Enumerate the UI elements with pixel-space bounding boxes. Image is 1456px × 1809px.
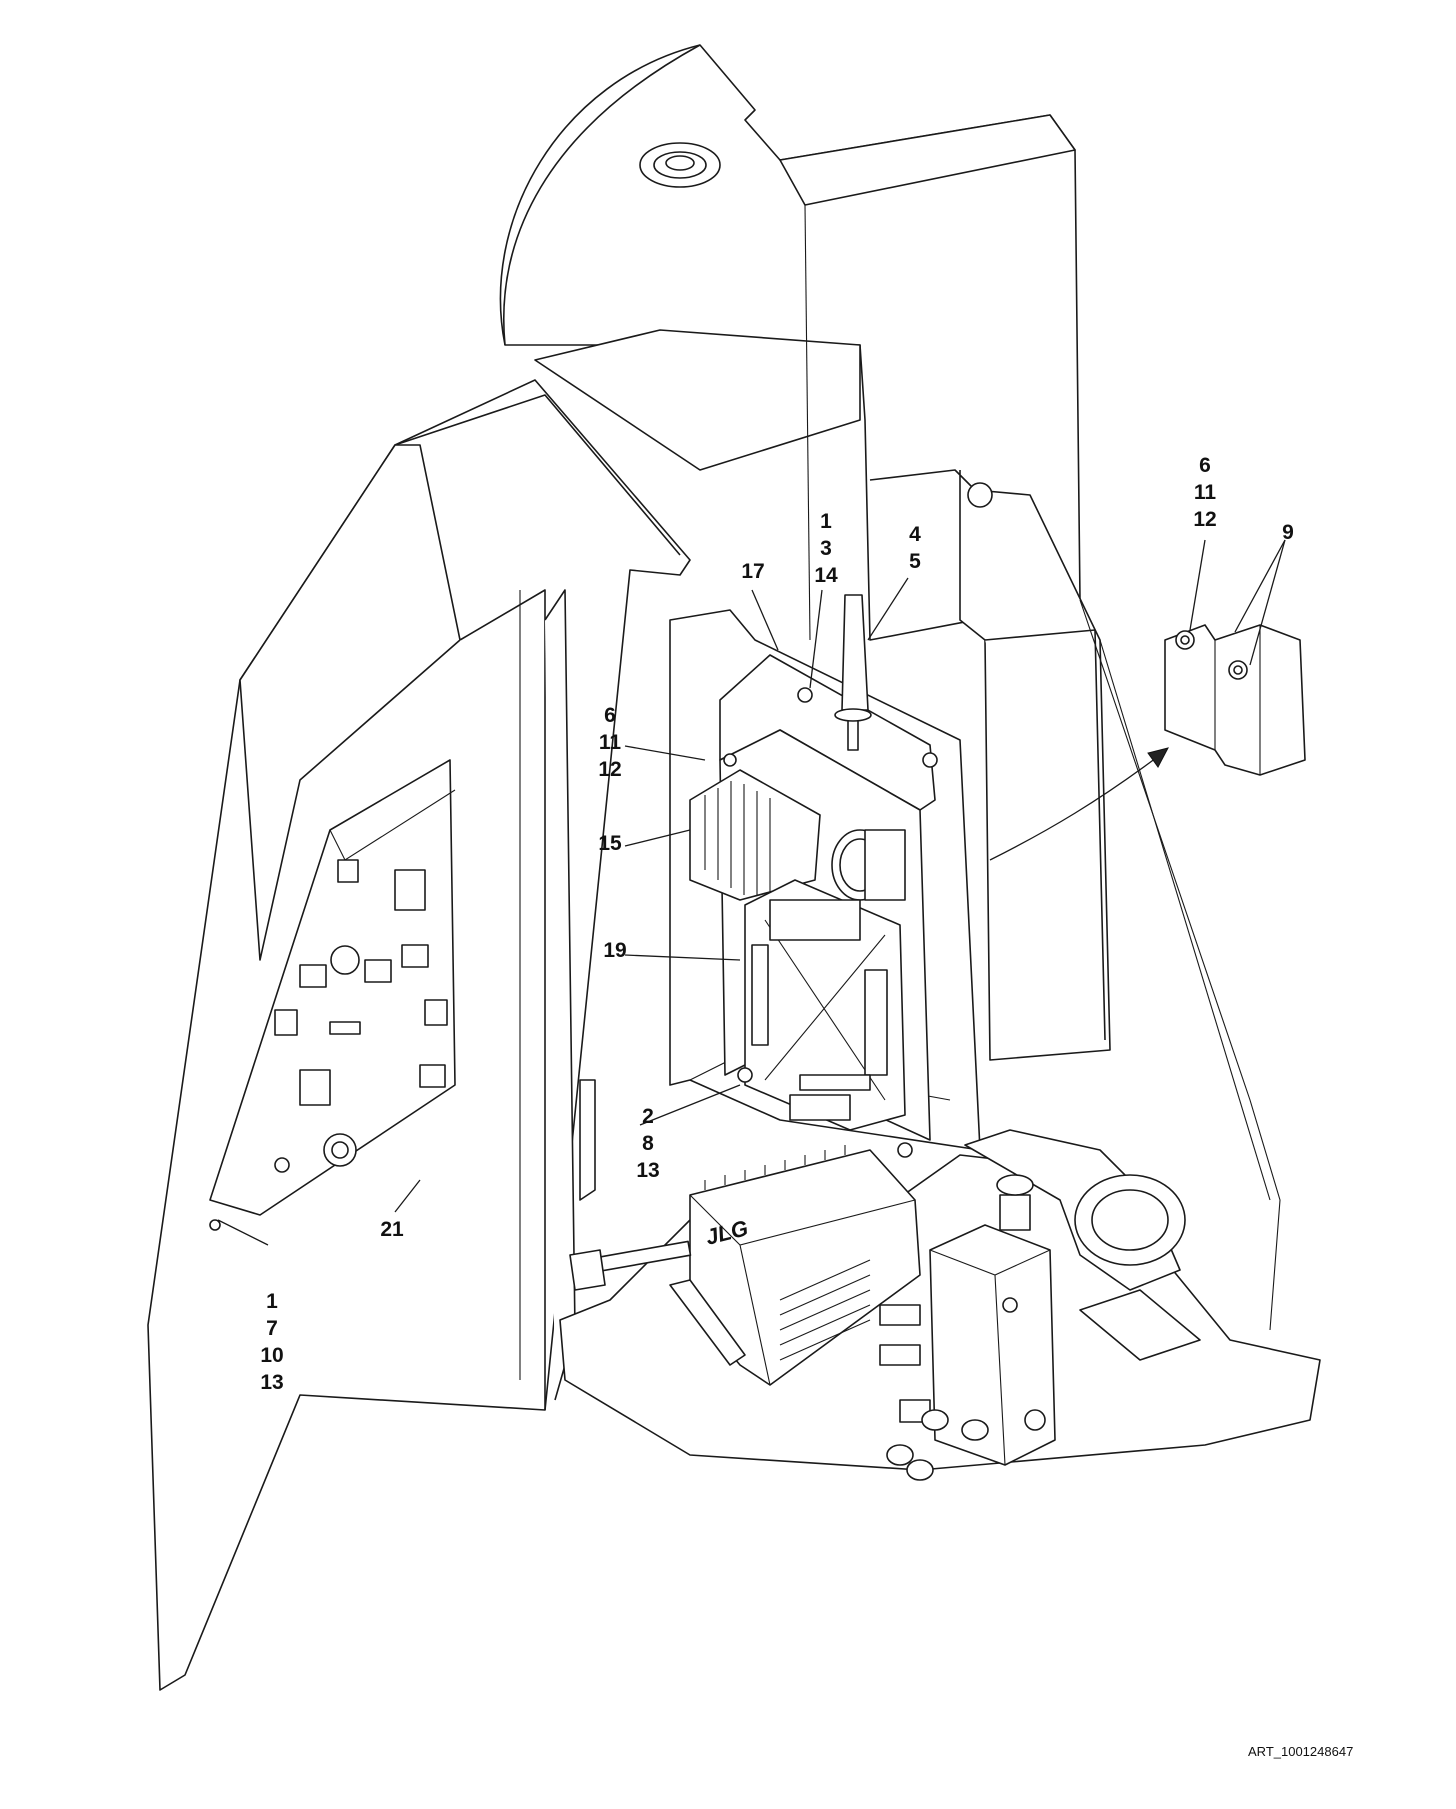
callout-19: 19 xyxy=(603,939,627,962)
callout-9: 9 xyxy=(1282,521,1294,544)
detached-relays xyxy=(989,624,1306,861)
tower-body xyxy=(499,44,1081,641)
callout-17: 17 xyxy=(741,560,765,583)
open-door xyxy=(147,379,691,1691)
callout-21: 21 xyxy=(380,1218,404,1241)
rear-housing xyxy=(869,469,1281,1331)
controller-assembly xyxy=(689,594,938,1158)
figure-id: ART_1001248647 xyxy=(1248,1744,1354,1759)
power-module xyxy=(569,1145,1056,1481)
leader-lines xyxy=(217,539,1286,1246)
callout-15: 15 xyxy=(598,832,622,855)
